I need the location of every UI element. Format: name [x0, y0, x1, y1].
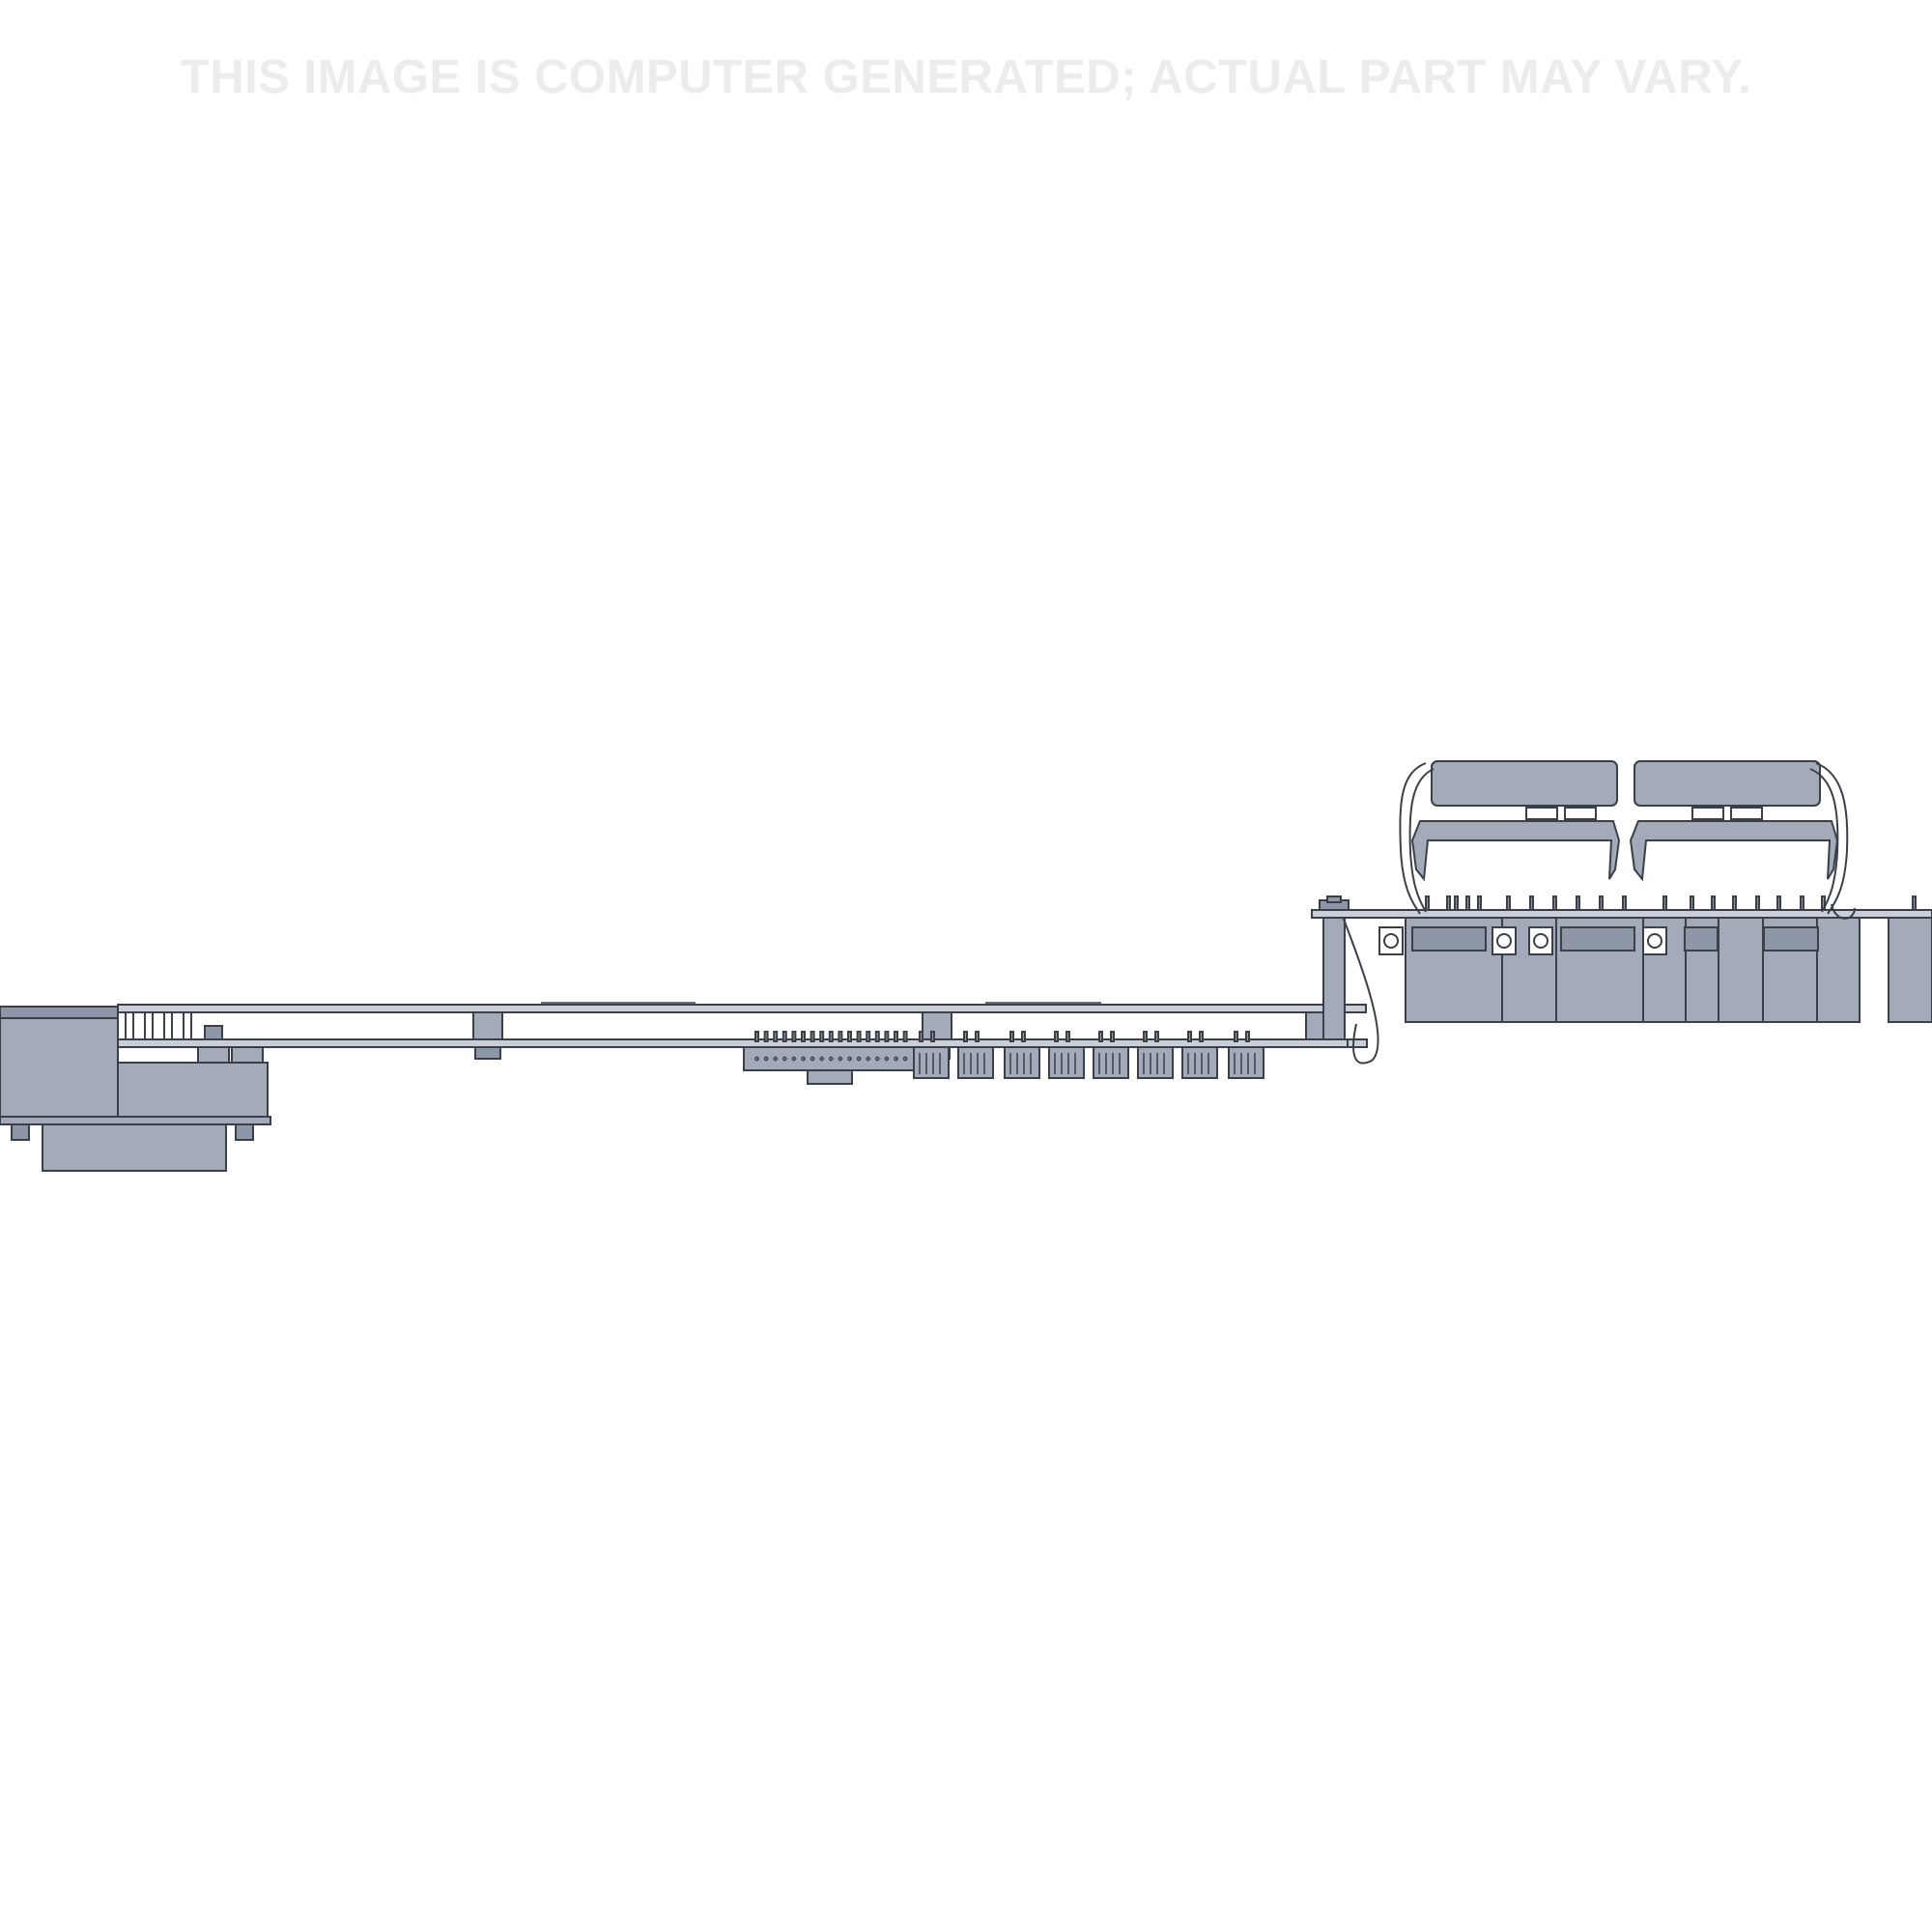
header-pin-hole [781, 1056, 787, 1062]
small-connector-pin [1021, 1031, 1026, 1042]
header-pin [763, 1031, 769, 1042]
lower-board [117, 1038, 1368, 1048]
upper-board [117, 1002, 1367, 1013]
header-pin [847, 1031, 852, 1042]
header-pin-hole [838, 1056, 843, 1062]
header-pin-hole [810, 1056, 815, 1062]
header-pin [819, 1031, 825, 1042]
header-pin [884, 1031, 890, 1042]
right-board-pins [1425, 895, 1917, 911]
header-pin [866, 1031, 871, 1042]
right-board-pin [1529, 895, 1534, 911]
header-pin [801, 1031, 806, 1042]
header-pin-hole [801, 1056, 806, 1062]
right-board-pin [1732, 895, 1737, 911]
right-board-pin [1465, 895, 1470, 911]
header-pin-hole [754, 1056, 759, 1062]
right-board-pin [1662, 895, 1667, 911]
header-pin-hole [902, 1056, 908, 1062]
header-pin [838, 1031, 843, 1042]
clip-right [1629, 760, 1839, 882]
header-pin-hole [874, 1056, 880, 1062]
header-pin [754, 1031, 759, 1042]
header-pin [894, 1031, 898, 1042]
pin-header-pins [754, 1031, 908, 1062]
small-connector-pin [1054, 1031, 1059, 1042]
right-board-pin [1912, 895, 1917, 911]
right-board-pin [1477, 895, 1482, 911]
header-pin-hole [856, 1056, 862, 1062]
right-board-pin [1622, 895, 1627, 911]
right-board-pin [1425, 895, 1430, 911]
header-pin-hole [791, 1056, 797, 1062]
header-pin-hole [773, 1056, 779, 1062]
small-connector-pin [1154, 1031, 1159, 1042]
header-pin [810, 1031, 815, 1042]
right-lower-connectors [1378, 917, 1932, 1023]
right-board-pin [1599, 895, 1604, 911]
wire-loop [1340, 911, 1379, 1065]
clip-left [1410, 760, 1621, 882]
clip-wire-frame [1399, 762, 1427, 915]
header-pin [828, 1031, 834, 1042]
small-connector-pin [1065, 1031, 1070, 1042]
small-connector-pin [1234, 1031, 1238, 1042]
header-pin [773, 1031, 779, 1042]
small-connector-pin [963, 1031, 968, 1042]
disclaimer-watermark: THIS IMAGE IS COMPUTER GENERATED; ACTUAL… [180, 51, 1752, 103]
small-connector-pin [1143, 1031, 1148, 1042]
small-connector-pin [1098, 1031, 1103, 1042]
header-pin-hole [828, 1056, 834, 1062]
left-bottom-nuts [0, 1116, 271, 1141]
right-board-pin [1690, 895, 1694, 911]
right-board-pin [1755, 895, 1760, 911]
pin-header [743, 1046, 915, 1085]
header-pin-hole [819, 1056, 825, 1062]
small-connector-pin [1199, 1031, 1204, 1042]
small-connector-pin [1009, 1031, 1014, 1042]
small-connector-pin [1110, 1031, 1115, 1042]
right-board-pin [1711, 895, 1716, 911]
small-connector-row [913, 1031, 1264, 1079]
small-connector-pin [1245, 1031, 1250, 1042]
right-board-pin [1576, 895, 1580, 911]
header-pin [791, 1031, 797, 1042]
clip-wire-frame-right-inner [1809, 768, 1839, 913]
right-board-pin [1552, 895, 1557, 911]
small-connector-pin [975, 1031, 980, 1042]
right-board-pin [1800, 895, 1804, 911]
header-pin-hole [763, 1056, 769, 1062]
small-connector-pin [1187, 1031, 1192, 1042]
standoff-1 [472, 1011, 503, 1060]
right-board-pin [1506, 895, 1511, 911]
right-board-pin [1454, 895, 1459, 911]
right-wire-loop [1831, 903, 1856, 920]
small-connector-pin [930, 1031, 935, 1042]
header-pin-hole [884, 1056, 890, 1062]
header-pin [902, 1031, 908, 1042]
header-pin-hole [847, 1056, 852, 1062]
right-board-pin [1776, 895, 1781, 911]
small-connector-pin [919, 1031, 923, 1042]
header-pin [856, 1031, 862, 1042]
clip-wire-frame-inner [1408, 768, 1435, 913]
header-pin [781, 1031, 787, 1042]
clip-wire-frame-right [1815, 762, 1849, 915]
right-board-pin [1446, 895, 1451, 911]
header-pin-hole [894, 1056, 898, 1062]
header-pin [874, 1031, 880, 1042]
header-pin-hole [866, 1056, 871, 1062]
